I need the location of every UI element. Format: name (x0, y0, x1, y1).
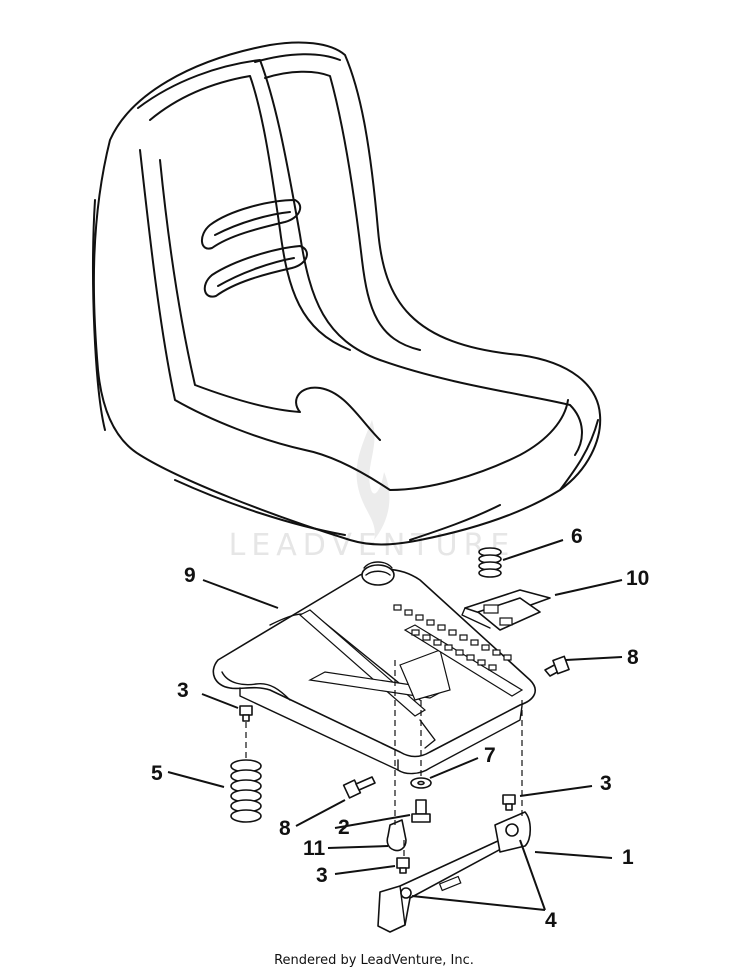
callout-6: 6 (571, 525, 583, 548)
watermark-text: LEADVENTURE (229, 528, 516, 563)
callout-3-right: 3 (600, 772, 612, 795)
flame-logo-icon (356, 420, 390, 540)
part-washer (410, 777, 432, 789)
callout-3-lower: 3 (316, 864, 328, 887)
part-bolt-lower (396, 857, 410, 874)
part-latch (461, 589, 551, 631)
seat (92, 41, 602, 546)
callout-3-left: 3 (177, 679, 189, 702)
part-bolt-right (544, 655, 570, 677)
callout-8-right: 8 (627, 646, 639, 669)
part-bolt-center (411, 799, 431, 823)
callout-8-left: 8 (279, 817, 291, 840)
part-hook (386, 819, 407, 852)
part-spring-small (478, 547, 502, 578)
adjustment-slots (393, 604, 512, 671)
part-spring-large (230, 759, 262, 823)
footer-credit: Rendered by LeadVenture, Inc. (274, 953, 474, 968)
part-bracket (377, 811, 532, 933)
callout-11: 11 (303, 837, 326, 860)
watermark: LEADVENTURE (229, 420, 516, 563)
callout-9: 9 (184, 564, 196, 587)
part-bolt-left (239, 705, 253, 722)
callout-4: 4 (545, 909, 557, 932)
callout-1: 1 (622, 846, 634, 869)
callout-2: 2 (338, 816, 350, 839)
callout-7: 7 (484, 744, 496, 767)
part-bolt-lower-left (342, 776, 376, 799)
callout-5: 5 (151, 762, 163, 785)
part-bolt-right-lower (502, 794, 516, 811)
callout-10: 10 (626, 567, 649, 590)
part-seat-pan (212, 561, 536, 775)
leader-lines (167, 539, 623, 911)
